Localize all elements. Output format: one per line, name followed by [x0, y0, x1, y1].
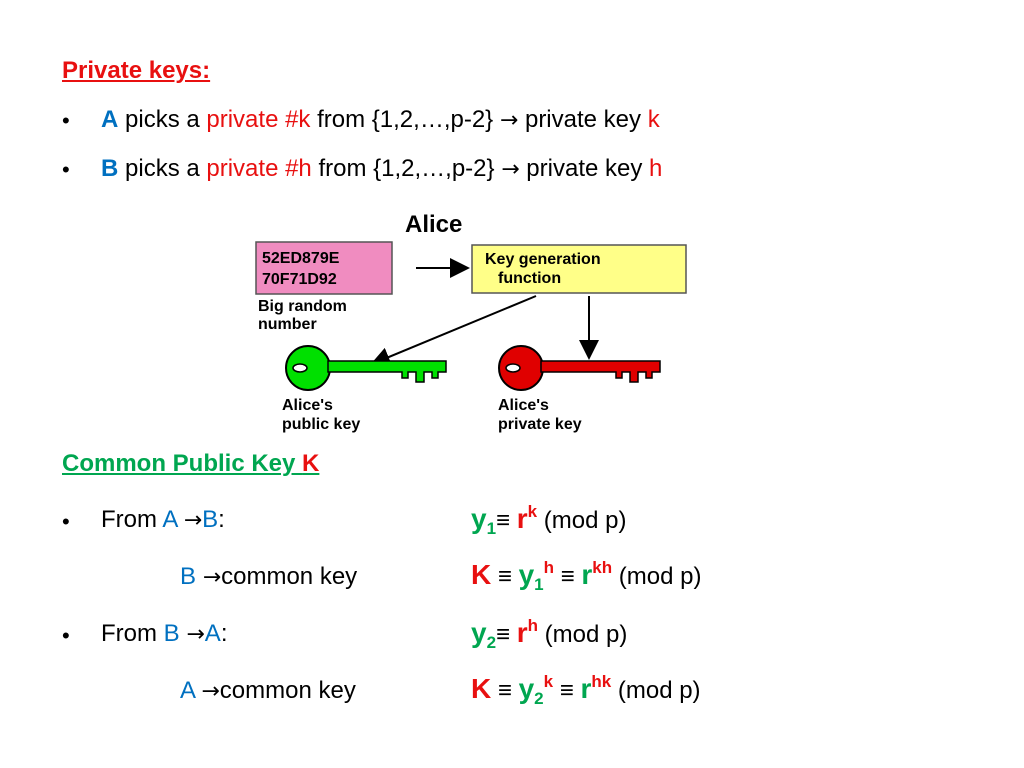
arrow-icon: → [201, 679, 220, 704]
key-generation-diagram: Alice 52ED879E 70F71D92 Big random numbe… [255, 211, 687, 433]
common-key-heading-K: K [302, 450, 320, 477]
keygen-line1: Key generation [485, 251, 601, 268]
arrow-icon: → [202, 565, 222, 590]
arrow-icon: → [501, 157, 520, 182]
common-key-heading-text: Common Public Key [62, 450, 303, 477]
arrow-to-public-key [370, 295, 537, 367]
random-number-box [255, 241, 393, 295]
public-key-label-line1: Alice's [282, 397, 333, 414]
random-number-line1: 52ED879E [262, 250, 340, 267]
a-common-key-label: A →common key [180, 677, 356, 704]
party-b: B [101, 155, 119, 182]
private-number-k: private #k [206, 106, 311, 133]
party-a: A [101, 106, 119, 133]
keygen-box [471, 244, 687, 294]
from-a-to-b-label: From A →B: [101, 506, 225, 533]
arrow-icon: → [186, 622, 205, 647]
private-key-h: h [649, 155, 663, 182]
keygen-line2: function [498, 270, 561, 287]
private-key-label-line1: Alice's [498, 397, 549, 414]
formula-y2: y2≡ rh (mod p) [471, 616, 628, 652]
public-key-icon [285, 345, 447, 391]
private-number-h: private #h [206, 155, 312, 182]
random-number-label-line1: Big random [258, 298, 347, 315]
bullet-marker: • [62, 157, 70, 182]
b-common-key-label: B →common key [180, 563, 358, 590]
private-key-item-a: A picks a private #k from {1,2,…,p-2} → … [101, 106, 660, 133]
arrow-icon: → [183, 508, 203, 533]
bullet-marker: • [62, 509, 70, 534]
formula-k-from-a: K ≡ y2k ≡ rhk (mod p) [471, 672, 701, 708]
bullet-marker: • [62, 108, 70, 133]
private-key-label-line2: private key [498, 416, 582, 433]
random-number-label-line2: number [258, 316, 317, 333]
formula-k-from-b: K ≡ y1h ≡ rkh (mod p) [471, 558, 702, 594]
arrow-icon: → [499, 108, 519, 133]
from-b-to-a-label: From B →A: [101, 620, 228, 647]
common-key-heading: Common Public Key K [62, 450, 319, 478]
bullet-marker: • [62, 623, 70, 648]
formula-y1: y1≡ rk (mod p) [471, 502, 627, 538]
diagram-title: Alice [405, 211, 462, 238]
private-key-item-b: B picks a private #h from {1,2,…,p-2} → … [101, 155, 663, 182]
private-key-k: k [647, 106, 660, 133]
public-key-label-line2: public key [282, 416, 360, 433]
private-keys-heading: Private keys: [62, 57, 211, 84]
private-key-icon [498, 345, 661, 391]
random-number-line2: 70F71D92 [262, 271, 337, 288]
